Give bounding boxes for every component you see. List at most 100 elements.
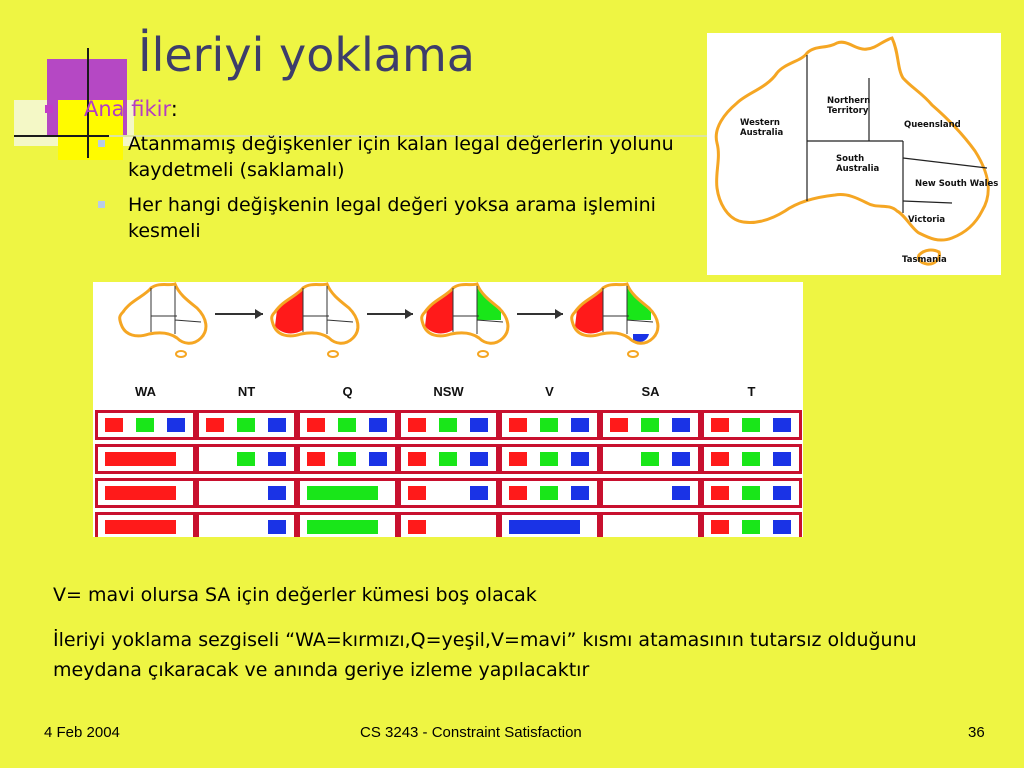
bullet-marker [45, 105, 53, 113]
mini-map-tasmania [477, 350, 489, 358]
domain-value-green [742, 418, 760, 432]
domain-value-assigned [307, 486, 378, 500]
domain-value-green [439, 418, 457, 432]
domain-value-blue [773, 418, 791, 432]
domain-value-red [307, 418, 325, 432]
domain-value-red [610, 418, 628, 432]
caption-line: İleriyi yoklama sezgiseli “WA=kırmızı,Q=… [53, 629, 917, 681]
map-label-sa: South [836, 154, 864, 164]
footer-page-number: 36 [968, 724, 985, 741]
domain-value-blue [773, 452, 791, 466]
sub-bullet-marker [98, 201, 105, 208]
sub-bullet-text: Her hangi değişkenin legal değeri yoksa … [128, 194, 656, 242]
domain-value-assigned [105, 452, 176, 466]
slide-title: İleriyi yoklama [138, 28, 475, 82]
domain-value-blue [369, 418, 387, 432]
column-header-nt: NT [238, 384, 255, 399]
domain-value-blue [369, 452, 387, 466]
map-label-t: Tasmania [902, 255, 947, 265]
footer-course: CS 3243 - Constraint Satisfaction [360, 724, 582, 741]
arrow-head [405, 309, 413, 319]
domain-value-red [408, 486, 426, 500]
mini-map-outline [420, 282, 510, 345]
mini-map-tasmania [327, 350, 339, 358]
domain-value-green [540, 486, 558, 500]
bullet-suffix: : [170, 97, 178, 121]
domain-value-red [711, 520, 729, 534]
domain-value-blue [773, 520, 791, 534]
domain-value-red [509, 486, 527, 500]
domain-value-blue [268, 452, 286, 466]
domain-value-green [237, 452, 255, 466]
arrow-head [255, 309, 263, 319]
mini-map-4 [570, 282, 660, 358]
map-label-nt: Territory [827, 106, 869, 116]
state-borders [806, 55, 988, 213]
main-bullet: Ana fikir: [40, 96, 680, 122]
bullet-list: Ana fikir: Atanmamış değişkenler için ka… [40, 96, 680, 244]
domain-value-blue [470, 452, 488, 466]
map-label-wa: Western [740, 118, 780, 128]
domain-value-red [509, 452, 527, 466]
map-label-sa: Australia [836, 164, 880, 174]
domain-value-green [439, 452, 457, 466]
domain-value-red [711, 418, 729, 432]
domain-value-green [742, 486, 760, 500]
domain-value-blue [571, 486, 589, 500]
domain-value-green [540, 452, 558, 466]
domain-value-assigned [105, 520, 176, 534]
mini-map-region-v [633, 334, 649, 342]
domain-value-blue [672, 486, 690, 500]
bullet-keyword: Ana fikir [84, 97, 171, 121]
column-header-t: T [748, 384, 756, 399]
domain-value-green [742, 452, 760, 466]
domain-value-green [338, 418, 356, 432]
mini-map-2 [270, 282, 360, 358]
domain-value-blue [268, 418, 286, 432]
australia-outline [714, 36, 990, 242]
arrow-head [555, 309, 563, 319]
domain-value-green [136, 418, 154, 432]
domain-value-blue [167, 418, 185, 432]
domain-value-blue [672, 452, 690, 466]
map-label-v: Victoria [908, 215, 945, 225]
australia-map: Western Australia Northern Territory Que… [707, 33, 1001, 275]
domain-value-assigned [307, 520, 378, 534]
domain-value-assigned [509, 520, 580, 534]
sub-bullet-marker [98, 140, 105, 147]
column-header-wa: WA [135, 384, 157, 399]
domain-value-green [338, 452, 356, 466]
domain-value-blue [571, 452, 589, 466]
domain-value-blue [470, 418, 488, 432]
column-header-sa: SA [641, 384, 660, 399]
domain-value-red [408, 520, 426, 534]
domain-cell [603, 515, 698, 537]
map-label-nsw: New South Wales [915, 179, 998, 189]
domain-value-blue [470, 486, 488, 500]
domain-value-red [105, 418, 123, 432]
domain-value-red [711, 452, 729, 466]
domain-value-green [641, 418, 659, 432]
decorative-square-yellow [58, 100, 123, 160]
footer-date: 4 Feb 2004 [44, 724, 120, 741]
domain-value-blue [571, 418, 589, 432]
decorative-rule [40, 135, 720, 137]
mini-map-borders [452, 286, 504, 334]
decorative-rule-dark [14, 135, 109, 137]
domain-value-red [408, 452, 426, 466]
column-header-q: Q [342, 384, 352, 399]
mini-map-region-wa [275, 290, 303, 334]
map-label-wa: Australia [740, 128, 784, 138]
mini-map-borders [302, 286, 354, 334]
map-label-nt: Northern [827, 96, 870, 106]
mini-map-3 [420, 282, 510, 358]
decorative-vertical-rule [87, 48, 89, 158]
domain-value-red [408, 418, 426, 432]
mini-map-borders [602, 286, 654, 334]
map-label-q: Queensland [904, 120, 961, 130]
domain-value-blue [773, 486, 791, 500]
domain-value-green [540, 418, 558, 432]
sub-bullet-text: Atanmamış değişkenler için kalan legal d… [128, 133, 674, 181]
sub-bullet: Her hangi değişkenin legal değeri yoksa … [98, 192, 680, 244]
domain-value-green [742, 520, 760, 534]
